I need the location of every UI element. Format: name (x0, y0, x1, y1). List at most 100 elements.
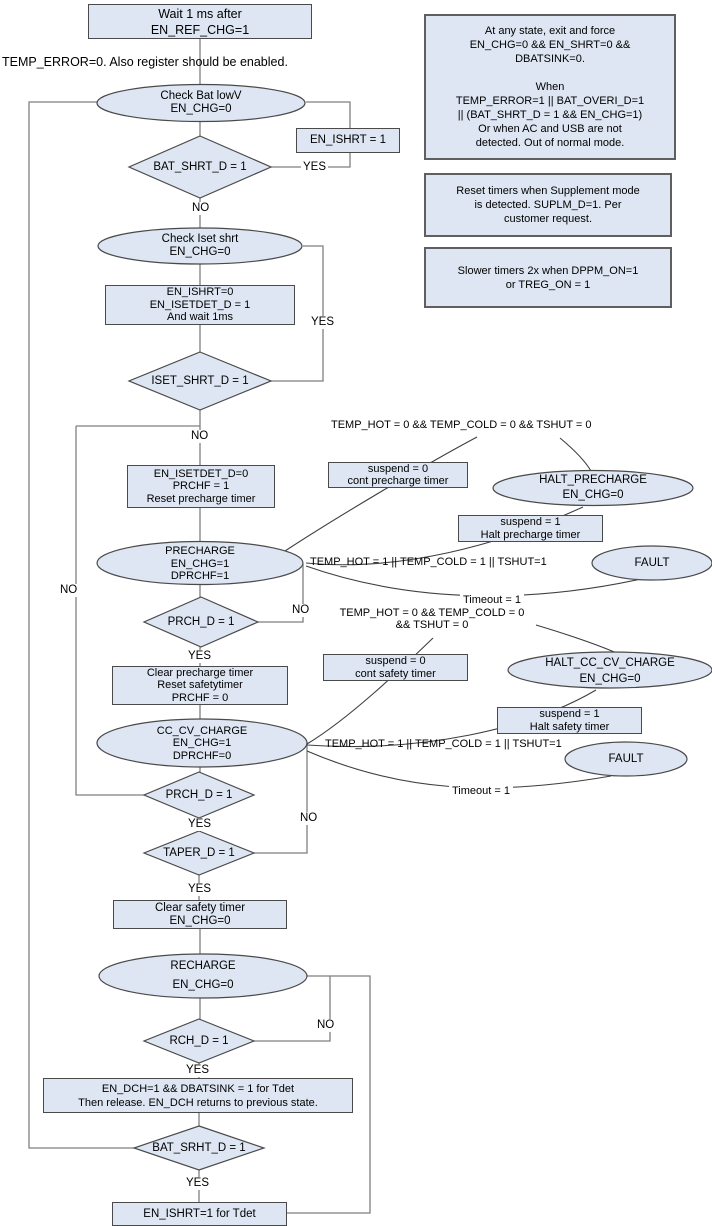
process-precharge-prep-line3: Reset precharge timer (146, 492, 256, 505)
process-halt-safety-line1: suspend = 1 (539, 708, 600, 720)
shape-bat-shrt-d (127, 135, 273, 199)
label-no-bat-shrt: NO (190, 202, 212, 215)
state-recharge-line1: RECHARGE (170, 960, 236, 972)
note-reset-timers: Reset timers when Supplement mode is det… (424, 173, 672, 237)
note-exit-line2: EN_CHG=0 && EN_SHRT=0 && (469, 39, 631, 51)
process-clear-precharge-line1: Clear precharge timer (146, 666, 254, 679)
state-check-bat-lowv-line1: Check Bat lowV (160, 90, 242, 102)
state-precharge-line2: EN_CHG=1 (170, 557, 230, 570)
state-precharge-line3: DPRCHF=1 (170, 570, 230, 583)
shape-check-iset-shrt (97, 227, 303, 265)
process-dch-dbatsink-line2: Then release. EN_DCH returns to previous… (78, 1096, 318, 1109)
decision-shapes (127, 135, 273, 1171)
process-iset-prep: EN_ISHRT=0 EN_ISETDET_D = 1 And wait 1ms (105, 285, 295, 325)
shape-prch-d-1 (142, 596, 260, 648)
register-enable-note: TEMP_ERROR=0. Also register should be en… (2, 55, 288, 69)
shape-fault-precharge (591, 545, 712, 581)
state-shapes (96, 83, 712, 999)
state-check-iset-shrt-line2: EN_CHG=0 (169, 246, 231, 258)
shape-precharge (96, 540, 304, 586)
state-cc-cv-charge-line3: DPRCHF=0 (172, 749, 232, 762)
state-fault-precharge: FAULT (634, 556, 670, 569)
state-recharge: RECHARGE EN_CHG=0 (99, 956, 307, 996)
process-iset-prep-line1: EN_ISHRT=0 (166, 286, 234, 299)
process-halt-precharge-line1: suspend = 1 (500, 516, 561, 528)
state-halt-cc-cv-charge: HALT_CC_CV_CHARGE EN_CHG=0 (508, 654, 712, 687)
process-halt-precharge-timer: suspend = 1 Halt precharge timer (458, 515, 603, 542)
edge-prchd1-no-loop (258, 564, 304, 623)
cond-precharge-resume: TEMP_HOT = 0 && TEMP_COLD = 0 && TSHUT =… (331, 419, 592, 431)
state-halt-cc-cv-line1: HALT_CC_CV_CHARGE (545, 656, 675, 669)
shape-halt-precharge (492, 469, 694, 507)
state-cc-cv-charge-line1: CC_CV_CHARGE (156, 724, 248, 737)
state-cc-cv-charge: CC_CV_CHARGE EN_CHG=1 DPRCHF=0 (97, 723, 307, 764)
note-exit-line7: || (BAT_SHRT_D = 1 && EN_CHG=1) (457, 109, 643, 121)
state-recharge-line2: EN_CHG=0 (172, 979, 234, 991)
process-en-ishrt-tdet: EN_ISHRT=1 for Tdet (112, 1202, 287, 1226)
process-cont-safety-timer: suspend = 0 cont safety timer (323, 654, 468, 681)
process-dch-dbatsink-line1: EN_DCH=1 && DBATSINK = 1 for Tdet (101, 1082, 295, 1095)
state-check-iset-shrt: Check Iset shrt EN_CHG=0 (99, 229, 301, 263)
shape-fault-safety (564, 741, 688, 777)
curve-haltcc-to-cccv-a (306, 637, 434, 745)
edge-prchd2-left-loop (75, 426, 144, 796)
process-clear-safety-line1: Clear safety timer (154, 901, 246, 914)
shape-halt-cc-cv (507, 651, 712, 689)
note-exit-line5: When (535, 81, 565, 93)
process-wait-1ms-line2: EN_REF_CHG=1 (150, 22, 250, 37)
process-cont-precharge-line1: suspend = 0 (367, 462, 429, 475)
note-exit-conditions: At any state, exit and force EN_CHG=0 &&… (424, 14, 676, 160)
process-wait-1ms-line1: Wait 1 ms after (158, 6, 242, 21)
state-check-bat-lowv: Check Bat lowV EN_CHG=0 (99, 86, 303, 120)
curve-haltcc-to-cccv-b (535, 624, 620, 655)
cond-safety-resume-line1: TEMP_HOT = 0 && TEMP_COLD = 0 (339, 607, 525, 619)
process-cont-precharge-timer: suspend = 0 cont precharge timer (328, 462, 468, 488)
state-halt-precharge-line1: HALT_PRECHARGE (539, 474, 647, 486)
process-cont-safety-line1: suspend = 0 (365, 655, 426, 667)
shape-iset-shrt-d (127, 351, 273, 411)
cond-safety-suspend: TEMP_HOT = 1 || TEMP_COLD = 1 || TSHUT=1 (325, 738, 562, 750)
cond-safety-resume: TEMP_HOT = 0 && TEMP_COLD = 0 && TSHUT =… (335, 607, 529, 631)
note-slower-line2: or TREG_ON = 1 (505, 278, 591, 291)
flow-connectors (28, 38, 371, 1214)
state-check-bat-lowv-line2: EN_CHG=0 (170, 103, 232, 115)
curve-halt-to-precharge-b (559, 437, 592, 472)
note-exit-line1: At any state, exit and force (484, 25, 616, 37)
edge-taper-no-loop (254, 744, 308, 854)
decision-iset-shrt-d: ISET_SHRT_D = 1 (151, 374, 249, 387)
decision-prch-d-2: PRCH_D = 1 (165, 788, 233, 801)
note-reset-line1: Reset timers when Supplement mode (456, 185, 640, 197)
suspend-curves (284, 436, 642, 789)
label-no-iset-shrt: NO (189, 430, 211, 443)
note-reset-line2: is detected. SUPLM_D=1. Per (474, 199, 622, 211)
note-exit-line9: detected. Out of normal mode. (475, 137, 625, 149)
label-yes-taper-d: YES (186, 883, 214, 896)
note-reset-line3: customer request. (503, 213, 593, 225)
process-clear-safety-line2: EN_CHG=0 (169, 914, 231, 927)
shape-bat-srht-d (132, 1125, 266, 1171)
curve-halt-to-precharge-a (284, 436, 478, 552)
process-clear-safety: Clear safety timer EN_CHG=0 (113, 900, 287, 929)
process-halt-safety-line2: Halt safety timer (529, 720, 610, 733)
process-clear-precharge-line3: PRCHF = 0 (171, 691, 229, 704)
process-precharge-prep-line1: EN_ISETDET_D=0 (153, 467, 249, 480)
process-en-ishrt-line1: EN_ISHRT = 1 (310, 134, 386, 146)
process-en-ishrt: EN_ISHRT = 1 (296, 128, 400, 153)
process-wait-1ms: Wait 1 ms after EN_REF_CHG=1 (88, 4, 312, 39)
state-halt-precharge: HALT_PRECHARGE EN_CHG=0 (493, 472, 693, 504)
state-check-iset-shrt-line1: Check Iset shrt (161, 233, 239, 245)
decision-bat-shrt-d: BAT_SHRT_D = 1 (153, 160, 247, 173)
label-yes-bat-shrt: YES (301, 161, 329, 174)
process-iset-prep-line3: And wait 1ms (166, 311, 234, 324)
shape-taper-d (142, 830, 256, 876)
process-halt-precharge-line2: Halt precharge timer (480, 528, 581, 541)
label-no-rch-d: NO (315, 1019, 337, 1032)
process-cont-precharge-line2: cont precharge timer (347, 475, 449, 487)
cond-safety-timeout: Timeout = 1 (449, 785, 513, 797)
decision-rch-d: RCH_D = 1 (169, 1034, 229, 1047)
note-slower-line1: Slower timers 2x when DPPM_ON=1 (457, 264, 639, 277)
state-cc-cv-charge-line2: EN_CHG=1 (172, 737, 232, 750)
state-fault-safety: FAULT (608, 752, 644, 765)
